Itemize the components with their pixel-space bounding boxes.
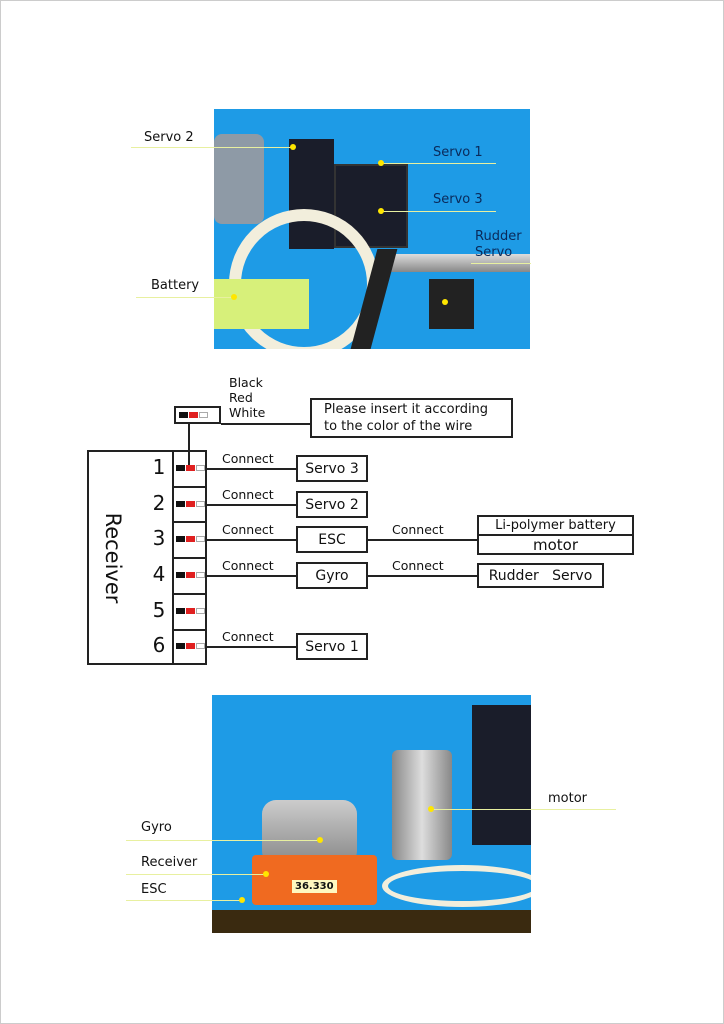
- motor-box: motor: [477, 534, 634, 555]
- helicopter-servo-photo: [214, 109, 530, 349]
- label-esc: ESC: [141, 882, 167, 897]
- connect-label: Connect: [222, 487, 274, 502]
- label-receiver: Receiver: [141, 855, 198, 870]
- esc-sticker: 36.330: [292, 880, 337, 893]
- channel-target-box: Servo 1: [296, 633, 368, 660]
- channel-connector: [176, 608, 205, 614]
- channel-target-box: Gyro: [296, 562, 368, 589]
- channel-target-box: Servo 3: [296, 455, 368, 482]
- label-gyro: Gyro: [141, 820, 172, 835]
- channel-target-box: ESC: [296, 526, 368, 553]
- note-line-1: Please insert it according: [324, 402, 489, 417]
- channel-number: 1: [152, 455, 166, 479]
- connect-label: Connect: [222, 522, 274, 537]
- connect-label: Connect: [222, 629, 274, 644]
- label-servo-2: Servo 2: [144, 130, 194, 145]
- connect-label: Connect: [392, 522, 444, 537]
- connect-label: Connect: [222, 558, 274, 573]
- battery-box: Li-polymer battery: [477, 515, 634, 536]
- channel-target-box: Servo 2: [296, 491, 368, 518]
- wire-color-black: Black: [229, 375, 263, 390]
- channel-number: 6: [152, 633, 166, 657]
- channel-number: 4: [152, 562, 166, 586]
- channel-connector: [176, 643, 205, 649]
- note-box: Please insert it according to the color …: [310, 398, 513, 438]
- wire-color-white: White: [229, 405, 266, 420]
- receiver-label: Receiver: [101, 512, 125, 604]
- channel-connector: [176, 572, 205, 578]
- rudder-servo-box: Rudder Servo: [477, 563, 604, 588]
- label-rudder-line1: Rudder: [475, 229, 522, 244]
- channel-number: 2: [152, 491, 166, 515]
- channel-connector: [176, 465, 205, 471]
- note-line-2: to the color of the wire: [324, 419, 473, 434]
- label-servo-3: Servo 3: [433, 192, 483, 207]
- channel-connector: [176, 536, 205, 542]
- label-battery: Battery: [151, 278, 200, 293]
- channel-number: 5: [152, 598, 166, 622]
- connect-label: Connect: [222, 451, 274, 466]
- channel-number: 3: [152, 526, 166, 550]
- helicopter-electronics-photo: 36.330: [212, 695, 531, 933]
- channel-connector: [176, 501, 205, 507]
- wire-color-red: Red: [229, 390, 253, 405]
- label-rudder-line2: Servo: [475, 245, 513, 260]
- connect-label: Connect: [392, 558, 444, 573]
- label-servo-1: Servo 1: [433, 145, 483, 160]
- plug-connector: [174, 406, 221, 424]
- label-motor: motor: [548, 791, 588, 806]
